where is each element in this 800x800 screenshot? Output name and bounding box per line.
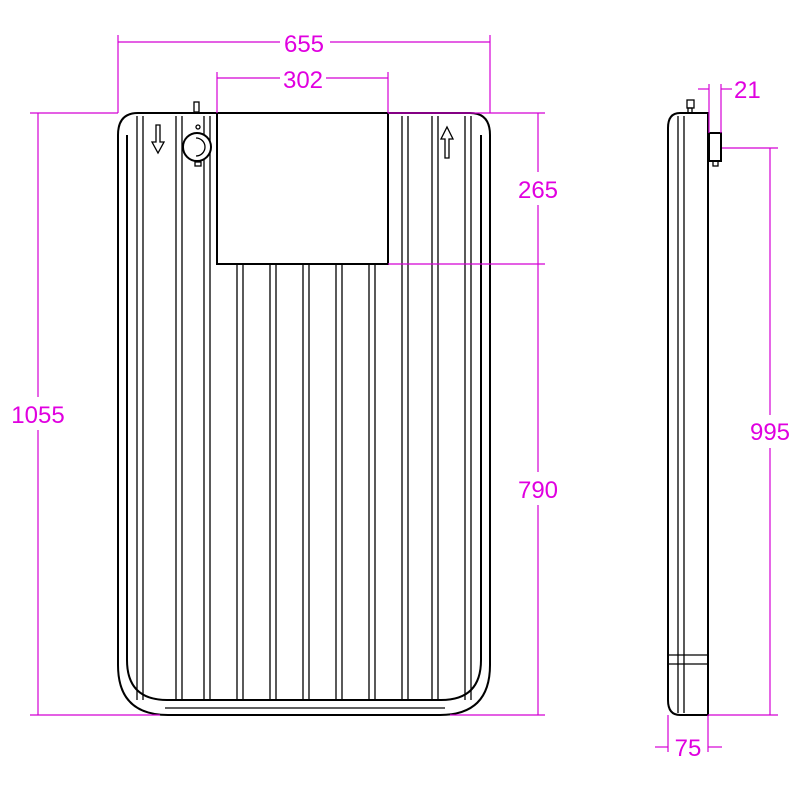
dim-panel-height: 265	[518, 177, 558, 204]
dimensions: 655 302 265 790 1055 995 21 75	[11, 31, 790, 762]
dim-side-height: 995	[750, 419, 790, 446]
arrow-up-icon	[439, 125, 455, 159]
dim-overall-height: 1055	[11, 402, 64, 429]
side-valve	[686, 99, 695, 109]
top-panel	[216, 112, 389, 265]
dim-depth: 75	[675, 735, 702, 762]
front-view	[117, 101, 491, 716]
dim-panel-width: 302	[283, 67, 323, 94]
inner-frame	[126, 135, 482, 701]
side-bracket	[708, 132, 722, 162]
side-body	[667, 112, 709, 716]
dim-overall-width: 655	[284, 31, 324, 58]
outer-frame	[117, 112, 491, 716]
arrow-down-icon	[150, 124, 166, 155]
side-view	[667, 99, 722, 716]
dim-lower-height: 790	[518, 477, 558, 504]
valve-icon	[182, 101, 212, 167]
dim-side-offset: 21	[734, 77, 761, 104]
